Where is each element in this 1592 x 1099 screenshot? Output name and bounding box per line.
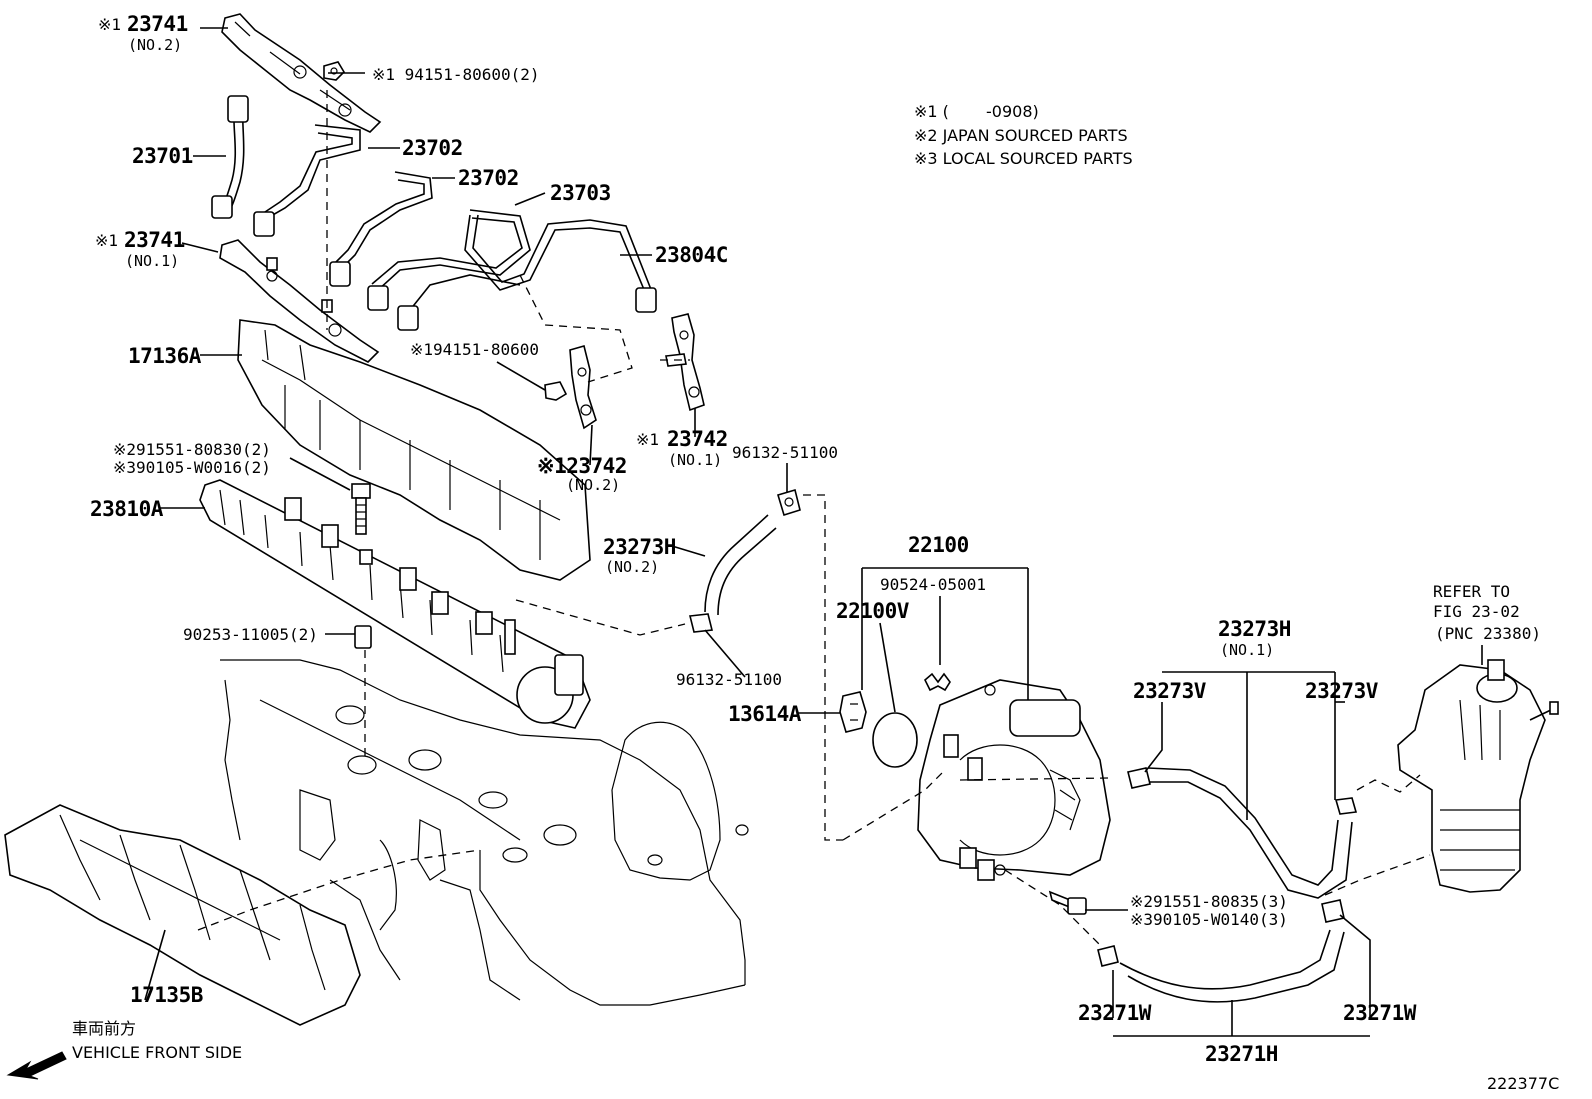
label-23273v-a[interactable]: 23273V bbox=[1133, 679, 1207, 703]
hose-23273h-no1[interactable] bbox=[1147, 767, 1353, 899]
label-23273v-b[interactable]: 23273V bbox=[1305, 679, 1379, 703]
clip-23271w-b[interactable] bbox=[1321, 899, 1345, 923]
label-90105-w0140[interactable]: ※390105-W0140(3) bbox=[1130, 910, 1288, 929]
leader-lines bbox=[144, 27, 1483, 1037]
footnote-1: ※1 ( -0908) bbox=[914, 102, 1039, 121]
label-23702-a[interactable]: 23702 bbox=[402, 136, 463, 160]
label-96132-51100-b[interactable]: 96132-51100 bbox=[676, 670, 782, 689]
pipe-23701[interactable] bbox=[211, 95, 249, 219]
label-91551-80830[interactable]: ※291551-80830(2) bbox=[113, 440, 271, 459]
pump-22100[interactable] bbox=[917, 679, 1111, 881]
label-refer-to: REFER TO bbox=[1433, 582, 1510, 601]
label-17135b[interactable]: 17135B bbox=[130, 983, 203, 1007]
label-17136a[interactable]: 17136A bbox=[128, 344, 202, 368]
front-arrow-icon bbox=[6, 1051, 67, 1080]
label-23742-no2-sub: (NO.2) bbox=[566, 476, 620, 494]
label-94151-80600[interactable]: ※194151-80600 bbox=[410, 340, 539, 359]
pipe-23703[interactable] bbox=[367, 209, 531, 311]
insulator-17136a[interactable] bbox=[237, 319, 591, 581]
label-23742-no1[interactable]: 23742 bbox=[667, 427, 728, 451]
bolt-91551-80830[interactable] bbox=[351, 483, 371, 535]
label-23701[interactable]: 23701 bbox=[132, 144, 193, 168]
label-23271w-a[interactable]: 23271W bbox=[1078, 1001, 1152, 1025]
gear-13614a[interactable] bbox=[839, 691, 867, 733]
label-23703[interactable]: 23703 bbox=[550, 181, 611, 205]
label-23810a[interactable]: 23810A bbox=[90, 497, 164, 521]
label-23271h[interactable]: 23271H bbox=[1205, 1042, 1278, 1066]
label-22100[interactable]: 22100 bbox=[908, 533, 969, 557]
nut-94151-80600-b[interactable] bbox=[544, 381, 568, 401]
label-23741-no2[interactable]: 23741 bbox=[127, 12, 188, 36]
footnote-3: ※3 LOCAL SOURCED PARTS bbox=[914, 149, 1133, 168]
fuel-rail-23810a[interactable] bbox=[199, 479, 591, 729]
label-23271w-b[interactable]: 23271W bbox=[1343, 1001, 1417, 1025]
label-23273h-no2[interactable]: 23273H bbox=[603, 535, 676, 559]
label-90524-05001[interactable]: 90524-05001 bbox=[880, 575, 986, 594]
clip-96132-51100-a[interactable] bbox=[777, 488, 801, 517]
label-23741-no1[interactable]: 23741 bbox=[124, 228, 185, 252]
footnote-2: ※2 JAPAN SOURCED PARTS bbox=[914, 126, 1128, 145]
insulator-17135b[interactable] bbox=[4, 804, 361, 1026]
clamp-23741-no2[interactable] bbox=[221, 13, 382, 133]
labels: ※1 23741 (NO.2) ※1 94151-80600(2) 23701 … bbox=[72, 12, 1559, 1093]
label-23741-no1-mark: ※1 bbox=[95, 231, 118, 250]
label-23273h-no2-sub: (NO.2) bbox=[605, 558, 659, 576]
label-23273h-no1[interactable]: 23273H bbox=[1218, 617, 1291, 641]
label-96132-51100-a[interactable]: 96132-51100 bbox=[732, 443, 838, 462]
gasket-90524-05001[interactable] bbox=[924, 672, 951, 692]
hose-23273h-no2[interactable] bbox=[704, 514, 777, 616]
engine-block-outline bbox=[220, 659, 749, 1006]
label-23741-no2-sub: (NO.2) bbox=[128, 36, 182, 54]
label-23741-no1-sub: (NO.1) bbox=[125, 252, 179, 270]
pipe-23804c[interactable] bbox=[397, 214, 657, 331]
clamp-23742-no2[interactable] bbox=[569, 345, 597, 430]
label-23804c[interactable]: 23804C bbox=[655, 243, 728, 267]
fuel-filter-assembly[interactable] bbox=[1397, 659, 1559, 893]
label-90253-11005[interactable]: 90253-11005(2) bbox=[183, 625, 318, 644]
clamp-23742-no1[interactable] bbox=[665, 313, 705, 412]
front-label-jp: 車両前方 bbox=[72, 1019, 136, 1038]
clip-23273v-b[interactable] bbox=[1334, 797, 1358, 815]
oring-22100v[interactable] bbox=[872, 712, 918, 768]
front-label-en: VEHICLE FRONT SIDE bbox=[72, 1043, 242, 1062]
label-23741-no2-mark: ※1 bbox=[98, 15, 121, 34]
clip-23273v-a[interactable] bbox=[1127, 767, 1151, 789]
label-23742-no1-mark: ※1 bbox=[636, 430, 659, 449]
label-23742-no1-sub: (NO.1) bbox=[668, 451, 722, 469]
label-23742-no2[interactable]: ※123742 bbox=[537, 454, 627, 478]
label-fig-23-02[interactable]: FIG 23-02 bbox=[1433, 602, 1520, 621]
figure-id: 222377C bbox=[1487, 1074, 1559, 1093]
bolt-91551-80835[interactable] bbox=[1048, 890, 1087, 915]
label-23273h-no1-sub: (NO.1) bbox=[1220, 641, 1274, 659]
nut-94151-80600[interactable] bbox=[323, 61, 346, 81]
pipe-23702-b[interactable] bbox=[329, 171, 433, 287]
label-90105-w0016[interactable]: ※390105-W0016(2) bbox=[113, 458, 271, 477]
label-94151-80600-2[interactable]: ※1 94151-80600(2) bbox=[372, 65, 540, 84]
hose-23271h[interactable] bbox=[1119, 929, 1345, 1003]
label-91551-80835[interactable]: ※291551-80835(3) bbox=[1130, 892, 1288, 911]
label-pnc-23380: (PNC 23380) bbox=[1435, 624, 1541, 643]
clip-96132-51100-b[interactable] bbox=[689, 613, 713, 633]
pipe-23702-a[interactable] bbox=[253, 124, 361, 237]
label-23702-b[interactable]: 23702 bbox=[458, 166, 519, 190]
label-13614a[interactable]: 13614A bbox=[728, 702, 802, 726]
label-22100v[interactable]: 22100V bbox=[836, 599, 910, 623]
clip-23271w-a[interactable] bbox=[1097, 945, 1119, 967]
collar-90253-11005[interactable] bbox=[354, 625, 372, 649]
